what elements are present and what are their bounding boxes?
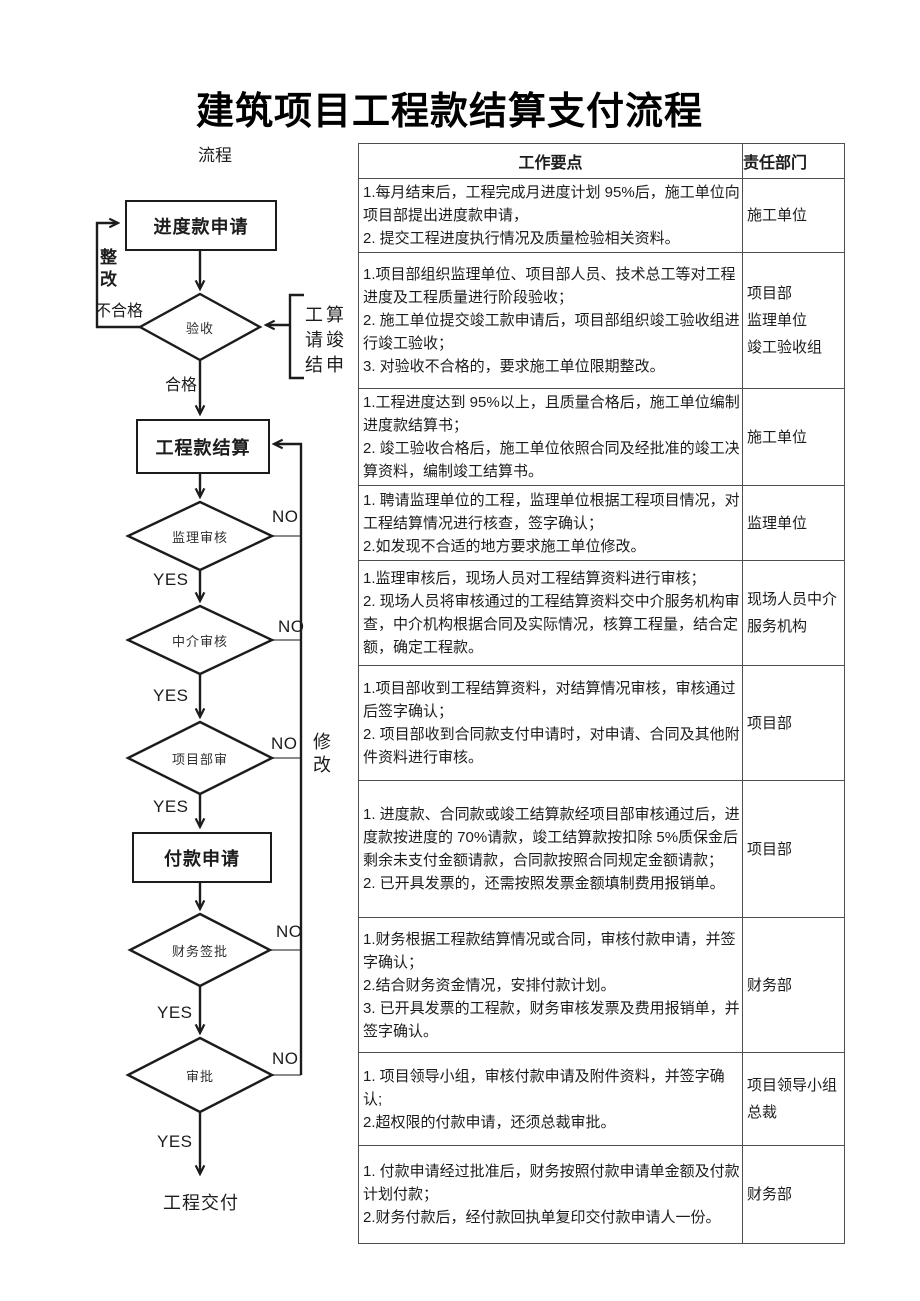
dept-cell: 财务部 <box>742 1145 845 1244</box>
yes-label-project-dept: YES <box>153 797 189 816</box>
payment-request-label: 付款申请 <box>164 848 240 869</box>
table-row-7: 1. 进度款、合同款或竣工结算款经项目部审核通过后，进度款按进度的 70%请款，… <box>358 780 845 918</box>
page-title: 建筑项目工程款结算支付流程 <box>196 91 704 133</box>
delivery-label: 工程交付 <box>163 1193 239 1213</box>
no-branch-lines <box>270 535 301 1076</box>
table-row-9: 1. 项目领导小组，审核付款申请及附件资料，并签字确认; 2.超权限的付款申请，… <box>358 1052 845 1146</box>
work-points-cell: 1. 付款申请经过批准后，财务按照付款申请单金额及付款计划付款； 2.财务付款后… <box>358 1145 743 1244</box>
acceptance-label: 验收 <box>185 320 214 336</box>
work-points-cell: 1. 聘请监理单位的工程，监理单位根据工程项目情况，对工程结算情况进行核查，签字… <box>358 485 743 561</box>
yes-label-agency: YES <box>153 686 189 705</box>
settlement-box: 工程款结算 <box>136 419 270 474</box>
yes-label-finance: YES <box>157 1003 193 1022</box>
finance-sign-label: 财务签批 <box>171 943 228 959</box>
table-row-10: 1. 付款申请经过批准后，财务按照付款申请单金额及付款计划付款； 2.财务付款后… <box>358 1145 845 1244</box>
dept-cell: 项目部 监理单位 竣工验收组 <box>742 252 845 389</box>
supervisor-review-diamond <box>125 500 275 572</box>
rectify-label: 整改 <box>100 248 117 289</box>
agency-review-diamond <box>125 604 275 676</box>
dept-cell: 项目部 <box>742 665 845 781</box>
table-row-6: 1.项目部收到工程结算资料，对结算情况审核，审核通过后签字确认； 2. 项目部收… <box>358 665 845 781</box>
payment-request-box: 付款申请 <box>132 832 272 883</box>
work-points-table: 工作要点 责任部门 1.每月结束后，工程完成月进度计划 95%后，施工单位向项目… <box>358 143 845 1244</box>
no-label-agency: NO <box>278 617 305 636</box>
dept-cell: 现场人员中介服务机构 <box>742 560 845 666</box>
dept-cell: 财务部 <box>742 917 845 1053</box>
work-points-cell: 1. 进度款、合同款或竣工结算款经项目部审核通过后，进度款按进度的 70%请款，… <box>358 780 743 918</box>
work-points-cell: 1.监理审核后，现场人员对工程结算资料进行审核； 2. 现场人员将审核通过的工程… <box>358 560 743 666</box>
dept-cell: 项目领导小组 总裁 <box>742 1052 845 1146</box>
no-label-project-dept: NO <box>271 734 298 753</box>
yes-label-supervisor: YES <box>153 570 189 589</box>
settlement-label: 工程款结算 <box>155 437 251 458</box>
approval-diamond <box>125 1036 275 1114</box>
supervisor-review-label: 监理审核 <box>171 529 228 545</box>
table-row-4: 1. 聘请监理单位的工程，监理单位根据工程项目情况，对工程结算情况进行核查，签字… <box>358 485 845 561</box>
edge-no-loop-to-settlement <box>274 444 303 1075</box>
table-header-row: 工作要点 责任部门 <box>358 143 845 179</box>
yes-label-approval: YES <box>157 1132 193 1151</box>
modify-label: 修改 <box>313 732 331 775</box>
work-points-cell: 1.项目部组织监理单位、项目部人员、技术总工等对工程进度及工程质量进行阶段验收；… <box>358 252 743 389</box>
finance-sign-diamond <box>127 912 273 988</box>
work-points-cell: 1.财务根据工程款结算情况或合同，审核付款申请，并签字确认； 2.结合财务资金情… <box>358 917 743 1053</box>
pass-label: 合格 <box>165 377 198 394</box>
progress-request-label: 进度款申请 <box>153 216 249 237</box>
flowchart-canvas <box>95 0 304 1301</box>
table-row-8: 1.财务根据工程款结算情况或合同，审核付款申请，并签字确认； 2.结合财务资金情… <box>358 917 845 1053</box>
completion-note-bracket <box>288 293 304 380</box>
progress-request-box: 进度款申请 <box>125 200 277 251</box>
agency-review-label: 中介审核 <box>171 633 228 649</box>
dept-cell: 施工单位 <box>742 178 845 253</box>
work-points-cell: 1.每月结束后，工程完成月进度计划 95%后，施工单位向项目部提出进度款申请， … <box>358 178 743 253</box>
fail-label: 不合格 <box>95 303 144 320</box>
edge-fail-rectify-loop <box>95 223 140 329</box>
completion-note-label: 工算 请竣 结申 <box>305 305 347 375</box>
acceptance-diamond <box>137 292 263 362</box>
table-row-1: 1.每月结束后，工程完成月进度计划 95%后，施工单位向项目部提出进度款申请， … <box>358 178 845 253</box>
no-label-approval: NO <box>272 1049 299 1068</box>
work-points-cell: 1.项目部收到工程结算资料，对结算情况审核，审核通过后签字确认； 2. 项目部收… <box>358 665 743 781</box>
no-label-finance: NO <box>276 922 303 941</box>
approval-label: 审批 <box>185 1068 214 1084</box>
flowchart-column-label: 流程 <box>198 146 232 165</box>
dept-cell: 监理单位 <box>742 485 845 561</box>
dept-cell: 项目部 <box>742 780 845 918</box>
col-header-work-points: 工作要点 <box>358 143 743 179</box>
table-row-5: 1.监理审核后，现场人员对工程结算资料进行审核； 2. 现场人员将审核通过的工程… <box>358 560 845 666</box>
project-dept-review-label: 项目部审 <box>171 751 228 767</box>
work-points-cell: 1. 项目领导小组，审核付款申请及附件资料，并签字确认; 2.超权限的付款申请，… <box>358 1052 743 1146</box>
work-points-cell: 1.工程进度达到 95%以上，且质量合格后，施工单位编制进度款结算书； 2. 竣… <box>358 388 743 486</box>
no-label-supervisor: NO <box>272 507 299 526</box>
table-row-2: 1.项目部组织监理单位、项目部人员、技术总工等对工程进度及工程质量进行阶段验收；… <box>358 252 845 389</box>
col-header-dept: 责任部门 <box>742 143 845 179</box>
dept-cell: 施工单位 <box>742 388 845 486</box>
table-row-3: 1.工程进度达到 95%以上，且质量合格后，施工单位编制进度款结算书； 2. 竣… <box>358 388 845 486</box>
project-dept-review-diamond <box>125 720 275 796</box>
